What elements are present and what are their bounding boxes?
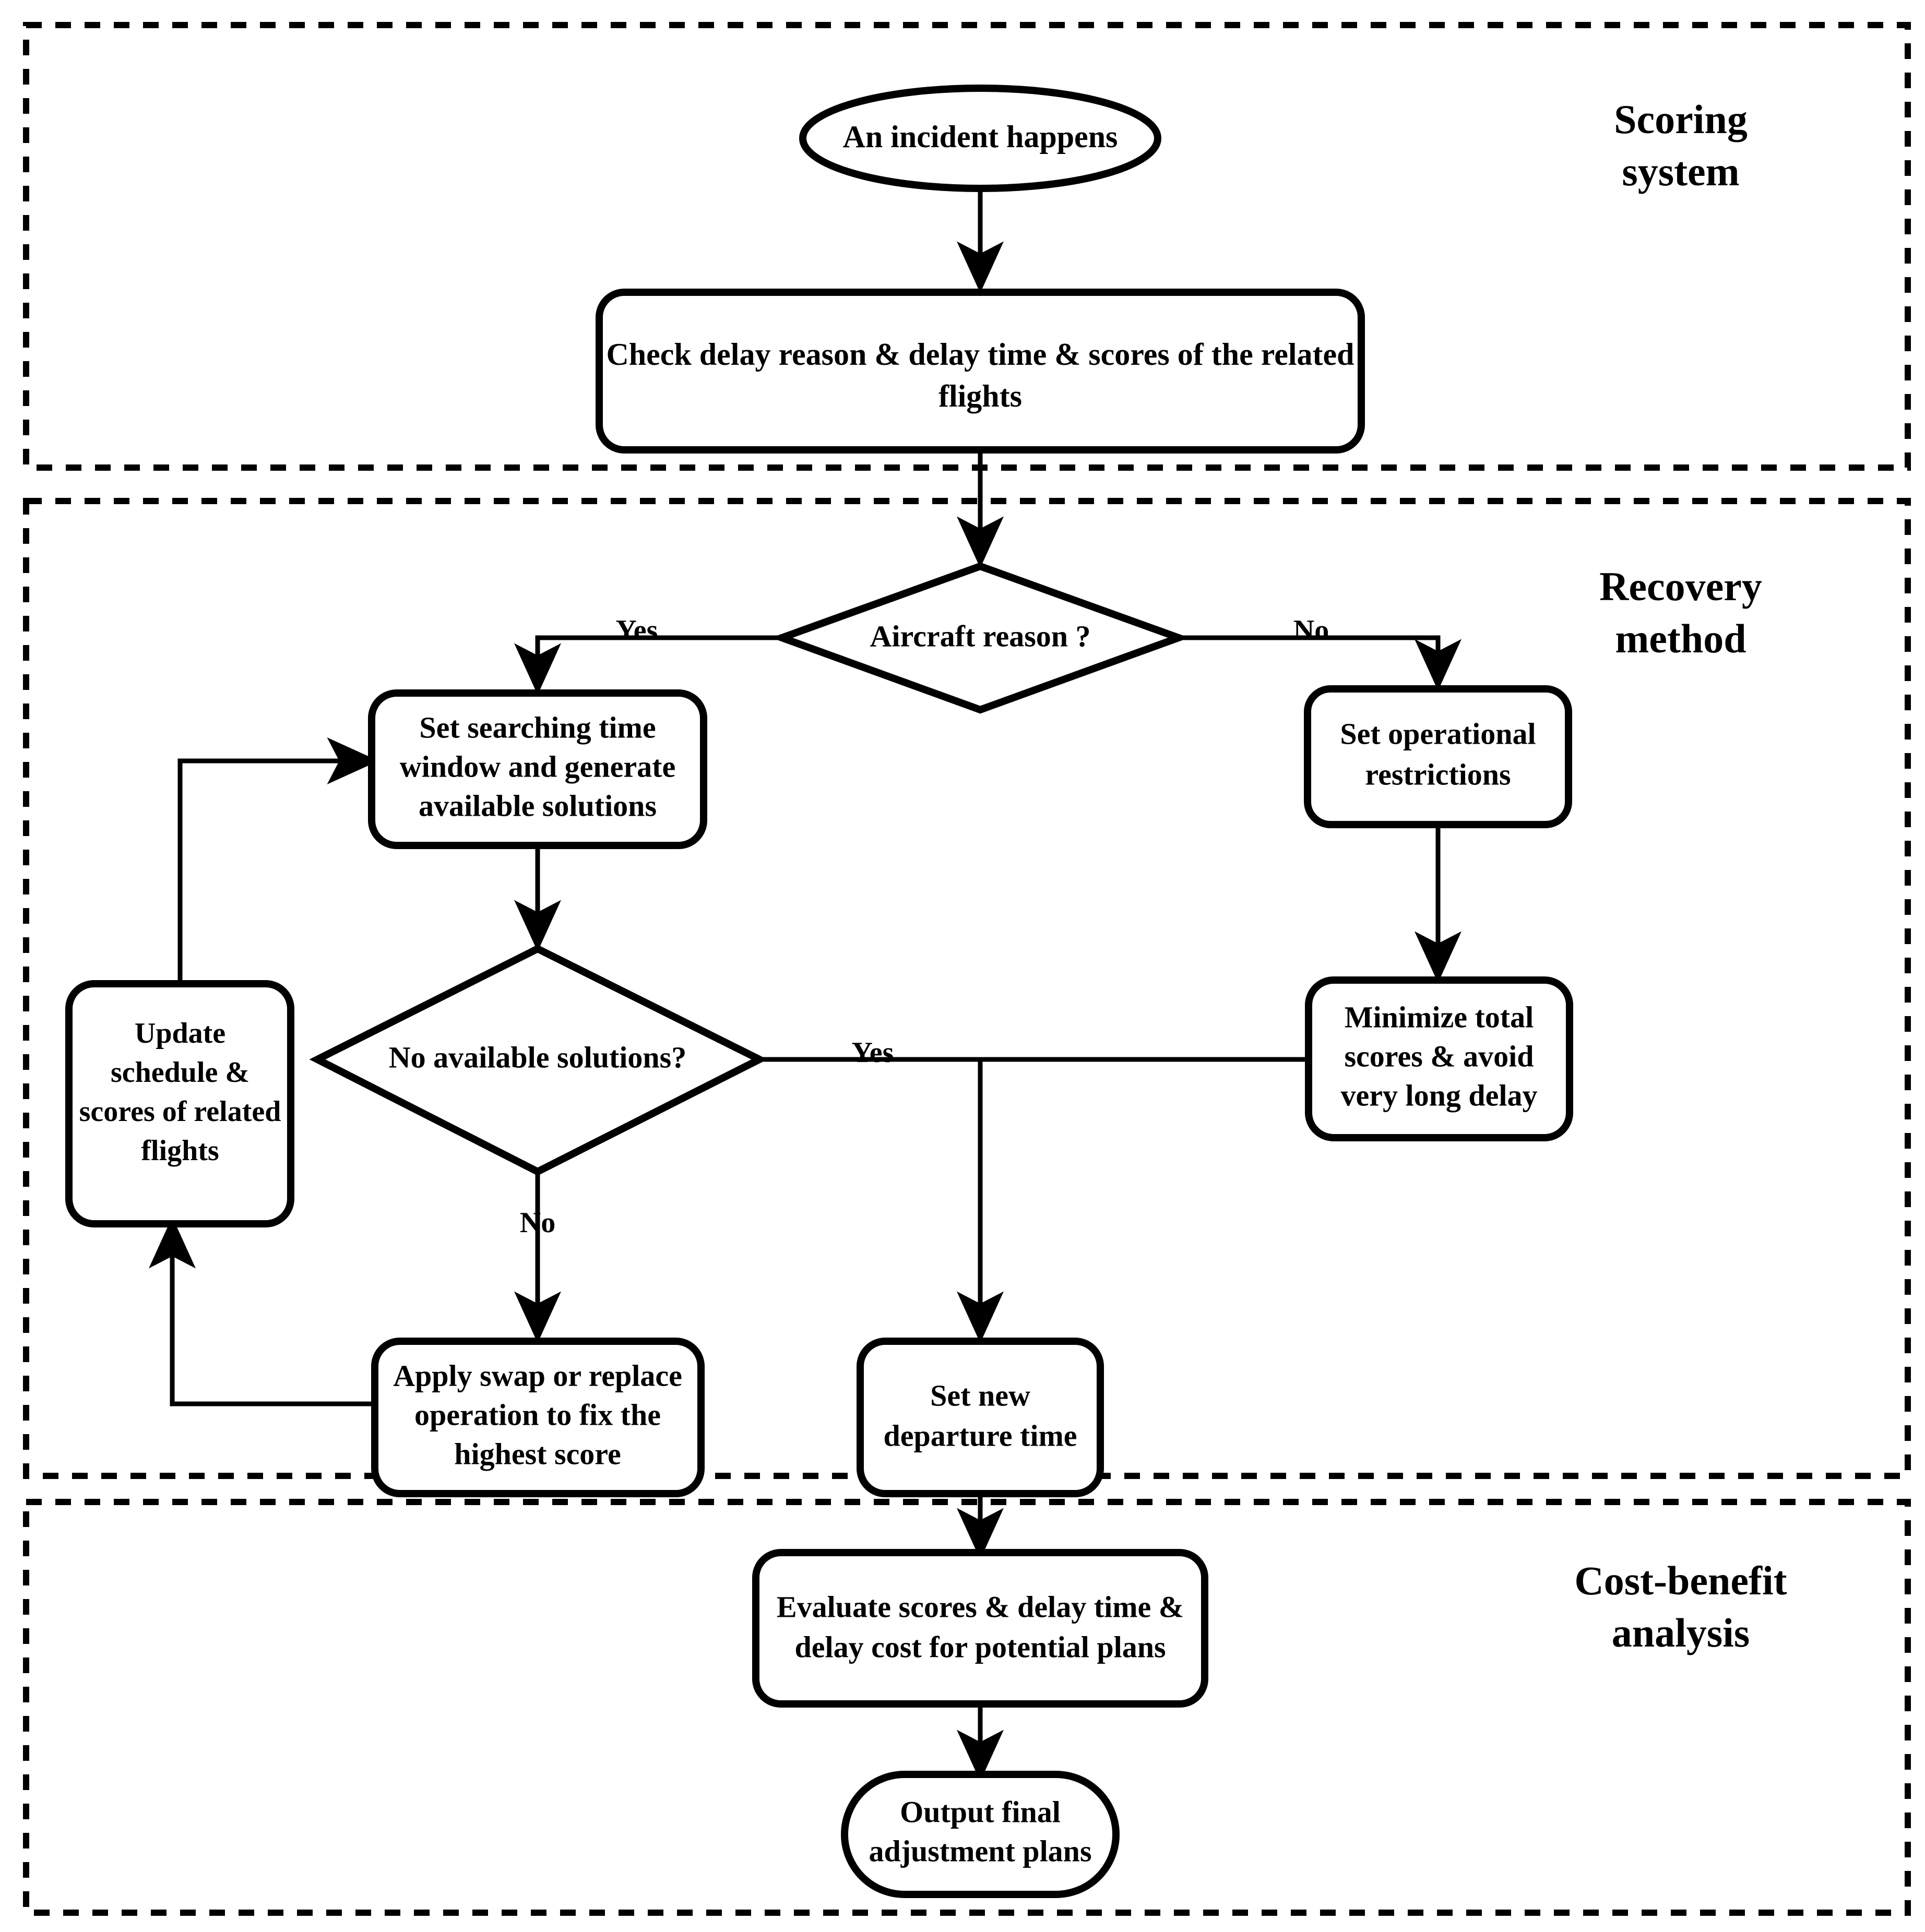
section-label-recovery-line2: method bbox=[1615, 616, 1746, 661]
node-minimize-label-line1: Minimize total bbox=[1345, 1000, 1534, 1034]
node-noavail-shape[interactable] bbox=[309, 945, 768, 1176]
node-setdep-shape[interactable] bbox=[857, 1338, 1104, 1497]
node-evaluate-label-line1: Evaluate scores & delay time & bbox=[777, 1590, 1184, 1624]
edge-applyswap-to-update bbox=[149, 1217, 375, 1406]
node-setop-label-line2: restrictions bbox=[1365, 757, 1511, 791]
node-noavail-label: No available solutions? bbox=[389, 1040, 686, 1074]
node-setdep-label-line2: departure time bbox=[884, 1418, 1077, 1452]
node-aircraft-label: Aircraft reason ? bbox=[870, 619, 1090, 653]
edge-label-yes-aircraft: Yes bbox=[616, 614, 658, 647]
section-label-cost-line2: analysis bbox=[1612, 1610, 1750, 1655]
node-output-label-line2: adjustment plans bbox=[869, 1834, 1091, 1868]
node-evaluate-label-line2: delay cost for potential plans bbox=[794, 1630, 1166, 1664]
node-minimize-label-line3: very long delay bbox=[1341, 1078, 1538, 1112]
edge-label-no-noavail: No bbox=[520, 1207, 555, 1239]
node-output-shape[interactable] bbox=[841, 1771, 1120, 1898]
node-aircraft-shape[interactable] bbox=[771, 562, 1190, 714]
node-applyswap-shape[interactable] bbox=[371, 1338, 705, 1497]
node-setwin-label-line2: window and generate bbox=[400, 749, 675, 783]
node-check-label-line1: Check delay reason & delay time & scores… bbox=[606, 337, 1354, 372]
section-label-recovery-line1: Recovery bbox=[1599, 564, 1762, 609]
node-setdep-label-line1: Set new bbox=[930, 1378, 1030, 1412]
section-frame-cost bbox=[23, 1499, 1911, 1916]
node-start-shape[interactable] bbox=[799, 85, 1161, 192]
section-frame-scoring bbox=[23, 22, 1911, 471]
node-check-shape[interactable] bbox=[596, 289, 1365, 454]
node-applyswap-label-line1: Apply swap or replace bbox=[393, 1358, 682, 1392]
section-label-scoring-line2: system bbox=[1622, 149, 1739, 194]
node-update-label-line3: scores of related bbox=[79, 1095, 281, 1128]
node-applyswap-label-line3: highest score bbox=[454, 1437, 621, 1471]
edge-update-to-setwin bbox=[177, 737, 379, 986]
node-setop-label-line1: Set operational bbox=[1340, 717, 1536, 750]
node-output-label-line1: Output final bbox=[900, 1795, 1061, 1829]
node-update-label-line2: schedule & bbox=[111, 1056, 249, 1089]
section-frame-recovery bbox=[23, 498, 1911, 1479]
node-minimize-label-line2: scores & avoid bbox=[1344, 1039, 1534, 1073]
section-label-scoring-line1: Scoring bbox=[1614, 97, 1748, 142]
edge-label-no-aircraft: No bbox=[1293, 614, 1329, 647]
node-setwin-shape[interactable] bbox=[368, 689, 707, 849]
node-update-label-line4: flights bbox=[141, 1135, 219, 1167]
edge-aircraft-no bbox=[1179, 635, 1461, 691]
edge-aircraft-yes bbox=[514, 635, 782, 695]
node-applyswap-label-line2: operation to fix the bbox=[414, 1398, 661, 1432]
node-update-shape[interactable] bbox=[65, 980, 294, 1227]
node-evaluate-shape[interactable] bbox=[752, 1549, 1208, 1708]
node-minimize-shape[interactable] bbox=[1305, 976, 1573, 1141]
node-update-label-line1: Update bbox=[135, 1017, 225, 1050]
section-label-cost-line1: Cost-benefit bbox=[1574, 1558, 1787, 1603]
node-setwin-label-line1: Set searching time bbox=[419, 710, 656, 744]
node-start-label: An incident happens bbox=[843, 120, 1118, 154]
edge-label-yes-noavail: Yes bbox=[852, 1036, 894, 1069]
node-check-label-line2: flights bbox=[938, 379, 1022, 413]
node-setop-shape[interactable] bbox=[1304, 685, 1572, 828]
node-setwin-label-line3: available solutions bbox=[419, 789, 657, 822]
